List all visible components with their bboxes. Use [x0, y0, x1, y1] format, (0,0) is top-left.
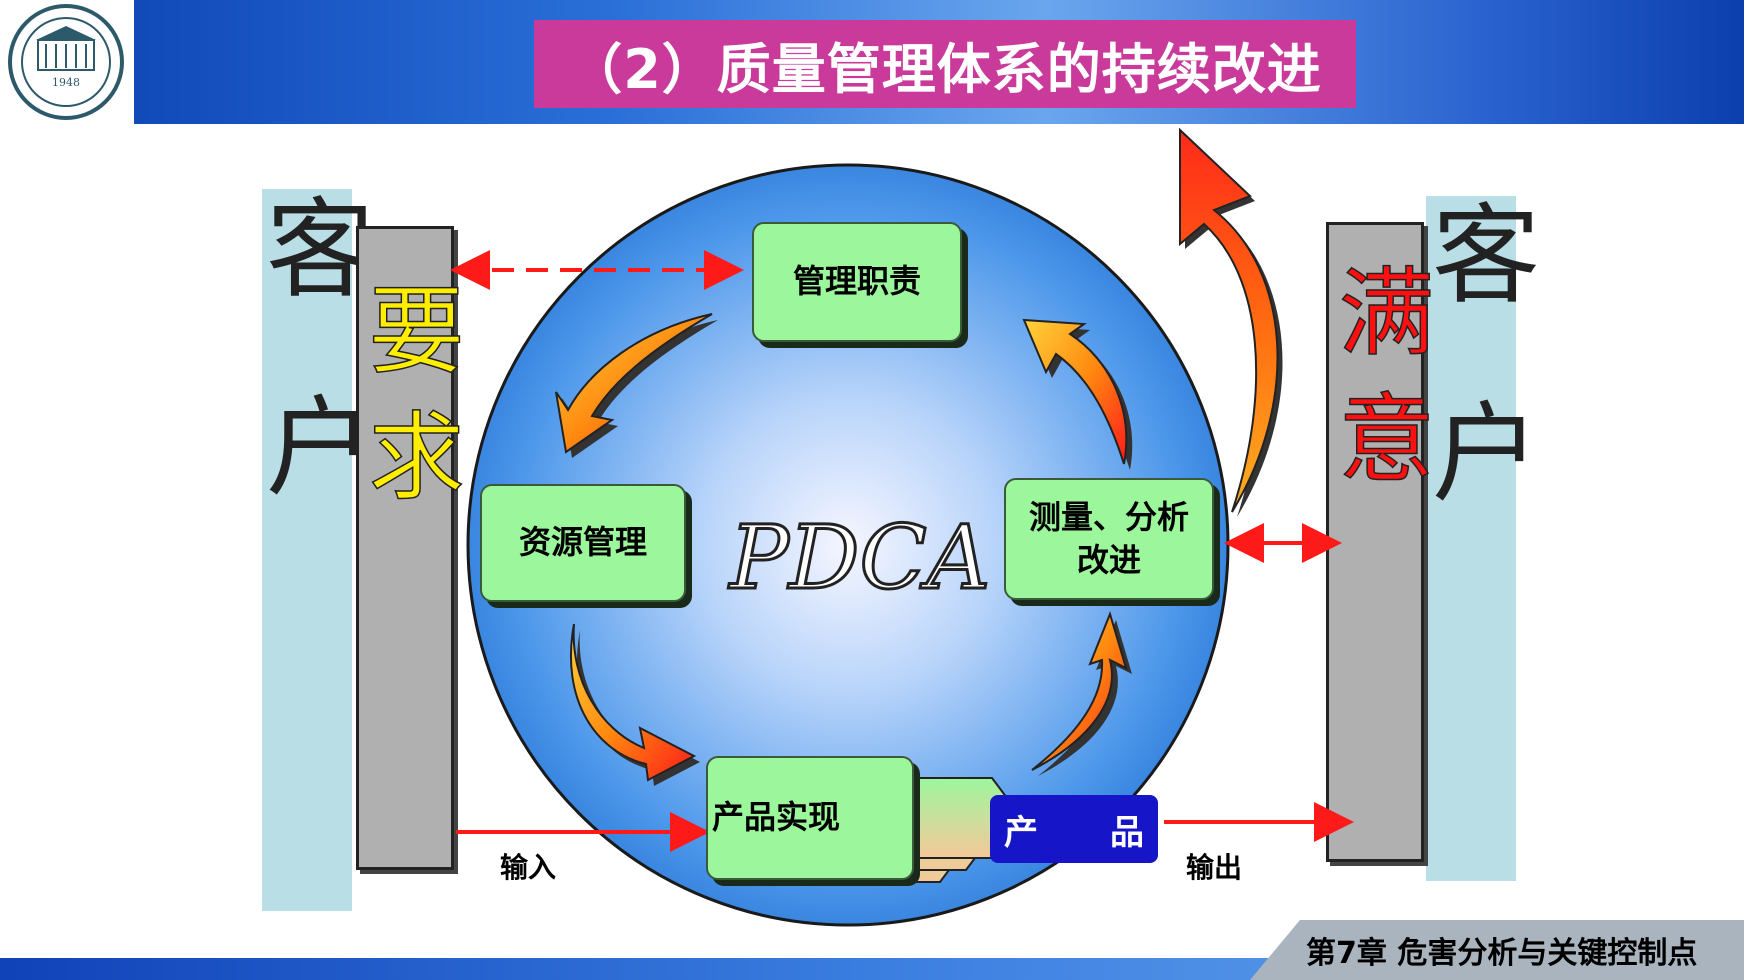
right-customer-column [1426, 196, 1516, 881]
measurement-analysis-line1: 测量、分析 [1028, 497, 1189, 536]
pdca-label: PDCA [728, 506, 991, 609]
input-label: 输入 [500, 851, 557, 884]
svg-text:1948: 1948 [52, 76, 80, 89]
requirement-label: 要求 [351, 279, 465, 533]
university-logo: 1948 [0, 0, 134, 124]
cycle-arrow-bottom-left [569, 623, 700, 786]
resource-management-box: 资源管理 [480, 484, 686, 602]
requirement-pillar [356, 226, 454, 870]
chapter-footer: 第7章 危害分析与关键控制点 [1306, 936, 1698, 971]
left-customer-label: 客户 [248, 192, 373, 588]
product-label-2: 品 [1110, 812, 1144, 853]
product-label-1: 产 [1004, 812, 1038, 853]
page-title: （2）质量管理体系的持续改进 [534, 20, 1356, 108]
measurement-analysis-line2: 改进 [1076, 541, 1141, 579]
cycle-arrow-top-right [1022, 318, 1133, 470]
right-customer-label: 客户 [1414, 198, 1539, 594]
improvement-arrow [1179, 127, 1283, 517]
cycle-arrow-top-left [555, 313, 718, 458]
cycle-arrow-bottom-right [1031, 610, 1132, 776]
left-customer-column [262, 189, 352, 911]
product-realization-box: 产品实现 [706, 756, 914, 880]
footer-tab [1250, 920, 1744, 980]
output-label: 输出 [1186, 851, 1243, 884]
measurement-analysis-box: 测量、分析 改进 [1004, 478, 1214, 600]
management-responsibility-box: 管理职责 [752, 222, 962, 342]
logo-seal-icon: 1948 [8, 4, 124, 120]
product-box: 产 品 [990, 795, 1158, 863]
satisfaction-label: 满意 [1321, 261, 1435, 515]
satisfaction-pillar [1326, 222, 1424, 862]
